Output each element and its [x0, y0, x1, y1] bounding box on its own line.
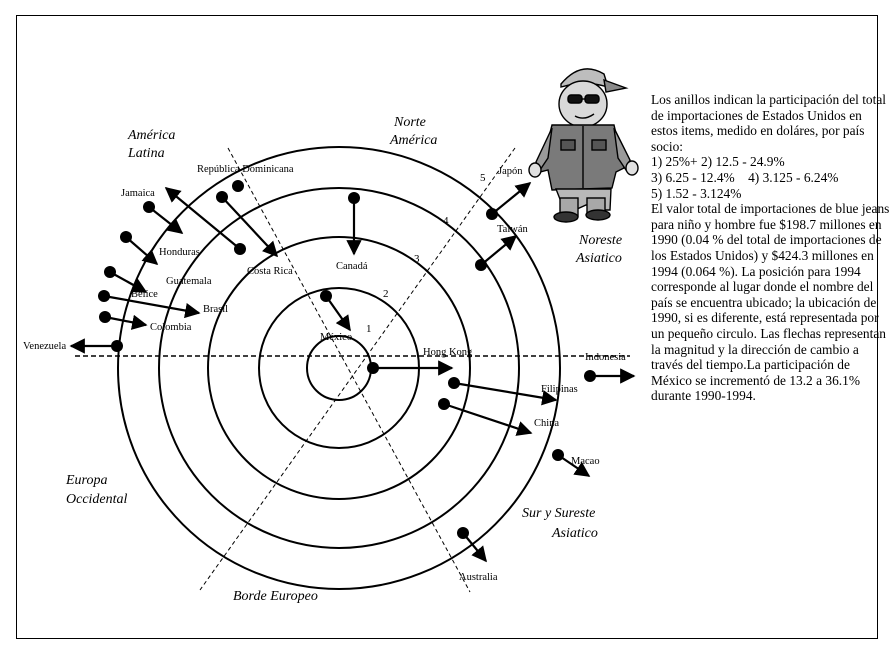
dot-filipinas [448, 377, 460, 389]
legend-body: El valor total de importaciones de blue … [651, 201, 890, 404]
region-labels: Norte América América Latina Noreste Asi… [65, 115, 622, 604]
arrow-jamaica [164, 187, 241, 250]
label-macao: Macao [571, 456, 600, 467]
diagonal-divider-nw-se [227, 147, 471, 593]
legend-ranges-line-1: 1) 25%+ 2) 12.5 - 24.9% [651, 154, 785, 170]
label-republica-dominicana: República Dominicana [197, 164, 294, 175]
arrow-japon [491, 182, 532, 215]
label-brasil: Brasil [203, 304, 228, 315]
ring-1 [306, 335, 372, 401]
label-australia: Australia [459, 572, 498, 583]
ring-number-3: 3 [414, 253, 420, 265]
region-america-latina-line1: América [127, 128, 175, 143]
dot-canada [348, 192, 360, 204]
legend-ranges-line-2: 3) 6.25 - 12.4% 4) 3.125 - 6.24% [651, 169, 839, 185]
label-guatemala: Guatemala [166, 276, 212, 287]
dot-brasil [98, 290, 110, 302]
dot-macao [552, 449, 564, 461]
ring-number-2: 2 [383, 288, 389, 300]
cartoon-man-in-jeans-illustration [528, 68, 639, 223]
dot-taiwan [475, 259, 487, 271]
legend-ranges-line-3: 5) 1.52 - 3.124% [651, 185, 742, 201]
label-jamaica: Jamaica [121, 188, 155, 199]
ring-4 [158, 187, 520, 549]
dot-indonesia [584, 370, 596, 382]
change-arrows [69, 182, 636, 563]
label-indonesia: Indonesia [585, 352, 626, 363]
ring-numbers: 1 2 3 4 5 [366, 172, 486, 335]
arrow-republica-dominicana [221, 196, 279, 258]
dot-belice [104, 266, 116, 278]
dot-china [438, 398, 450, 410]
label-japon: Japón [498, 166, 523, 177]
position-1990-dots [98, 180, 596, 539]
label-costa-rica: Costa Rica [247, 266, 293, 277]
dot-republica-dominicana-a [232, 180, 244, 192]
label-honduras: Honduras [159, 247, 200, 258]
region-borde-europeo: Borde Europeo [233, 589, 318, 604]
arrow-belice [109, 271, 148, 293]
dot-guatemala [120, 231, 132, 243]
arrow-filipinas [453, 381, 558, 406]
region-sur-sureste-asiatico-line1: Sur y Sureste [522, 506, 595, 521]
arrow-colombia [104, 314, 148, 330]
region-norte-america-line2: América [389, 133, 437, 148]
region-america-latina-line2: Latina [127, 146, 165, 161]
ring-3 [207, 236, 471, 500]
label-canada: Canadá [336, 261, 368, 272]
dot-hong-kong [367, 362, 379, 374]
ring-number-1: 1 [366, 323, 372, 335]
ring-5 [117, 146, 561, 590]
label-taiwan: Taiwán [497, 224, 529, 235]
label-china: China [534, 418, 559, 429]
label-venezuela: Venezuela [23, 341, 66, 352]
ring-number-4: 4 [443, 215, 449, 227]
dot-japon [486, 208, 498, 220]
figure-frame [16, 15, 878, 639]
arrow-taiwan [480, 235, 518, 266]
arrow-honduras [148, 206, 184, 234]
legend-intro: Los anillos indican la participación del… [651, 92, 887, 154]
region-europa-occidental-line1: Europa [65, 473, 107, 488]
label-filipinas: Filipinas [541, 384, 578, 395]
dot-honduras [143, 201, 155, 213]
dot-republica-dominicana-b [216, 191, 228, 203]
region-dividers [75, 147, 630, 593]
dot-venezuela [111, 340, 123, 352]
label-colombia: Colombia [150, 322, 192, 333]
label-belice: Bélice [131, 289, 158, 300]
arrow-guatemala [125, 236, 159, 266]
region-norte-america-line1: Norte [393, 115, 426, 130]
dot-mexico [320, 290, 332, 302]
dot-australia [457, 527, 469, 539]
ring-number-5: 5 [480, 172, 486, 184]
arrow-brasil [103, 294, 201, 319]
arrow-australia [462, 532, 487, 563]
arrow-china [443, 402, 533, 436]
label-hong-kong: Hong Kong [423, 347, 473, 358]
dot-jamaica [234, 243, 246, 255]
arrow-macao [557, 454, 591, 477]
region-sur-sureste-asiatico-line2: Asiatico [551, 526, 598, 541]
region-noreste-asiatico-line2: Asiatico [575, 251, 622, 266]
region-noreste-asiatico-line1: Noreste [578, 233, 622, 248]
arrow-mexico [325, 295, 351, 332]
country-labels: Canadá México Hong Kong Japón Taiwán Ind… [23, 164, 626, 583]
region-europa-occidental-line2: Occidental [66, 492, 128, 507]
dot-colombia [99, 311, 111, 323]
legend-text-block: Los anillos indican la participación del… [651, 92, 891, 404]
label-mexico: México [320, 332, 352, 343]
